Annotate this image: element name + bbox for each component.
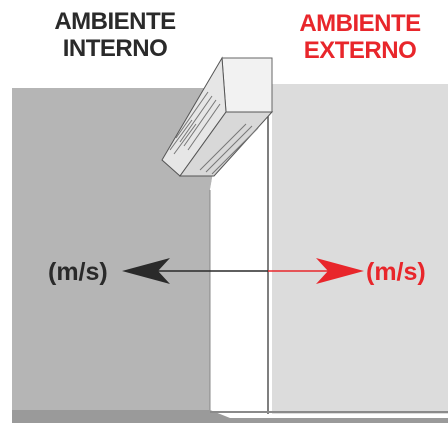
internal-environment-label: AMBIENTE INTERNO	[50, 8, 180, 62]
external-wall	[272, 84, 448, 414]
airflow-arrow-external-head	[316, 258, 364, 284]
speed-label-internal: (m/s)	[48, 258, 108, 286]
air-curtain-device	[161, 56, 274, 177]
internal-label-line2: INTERNO	[62, 35, 168, 62]
external-label-line2: EXTERNO	[303, 37, 417, 64]
floor	[12, 410, 448, 423]
speed-label-external: (m/s)	[366, 258, 426, 286]
airflow-arrow-internal-head	[122, 258, 170, 284]
doorway	[210, 84, 272, 414]
external-label-line1: AMBIENTE	[299, 10, 421, 37]
external-environment-label: AMBIENTE EXTERNO	[290, 10, 430, 64]
internal-label-line1: AMBIENTE	[54, 8, 176, 35]
